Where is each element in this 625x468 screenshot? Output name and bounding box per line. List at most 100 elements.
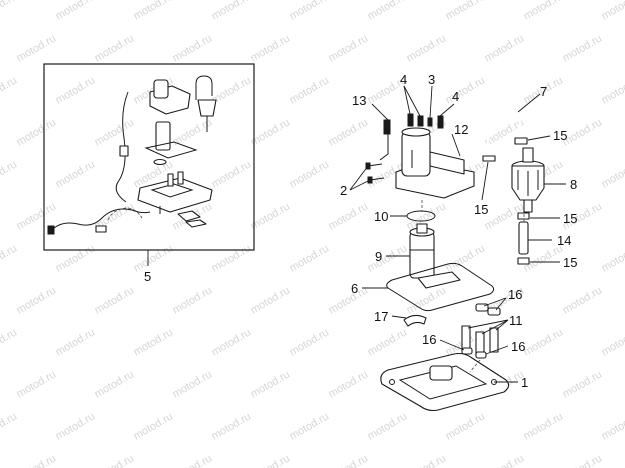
watermark-text: motod.ru [54, 158, 98, 190]
hose-loop-inner [486, 106, 522, 158]
watermark-text: motod.ru [522, 326, 566, 358]
watermark-text: motod.ru [15, 32, 59, 64]
watermark-text: motod.ru [210, 410, 254, 442]
watermark-text: motod.ru [132, 326, 176, 358]
base-plate-1 [380, 352, 510, 412]
clamp-hose-right [514, 137, 528, 145]
callout-14: 14 [557, 233, 571, 248]
watermark-text: motod.ru [15, 116, 59, 148]
spacer-low-a [461, 347, 473, 355]
callout-15a: 15 [553, 128, 567, 143]
watermark-text: motod.ru [405, 452, 449, 468]
post-c [489, 327, 499, 353]
callout-16c: 16 [511, 339, 525, 354]
watermark-text: motod.ru [327, 368, 371, 400]
bolt-c [427, 117, 433, 127]
spacer-low-b [475, 351, 487, 359]
leader-4a [403, 85, 411, 115]
plate-outline [380, 352, 510, 412]
callout-7: 7 [540, 84, 547, 99]
watermark-text: motod.ru [405, 32, 449, 64]
pump-housing-12 [395, 127, 475, 199]
watermark-text: motod.ru [54, 242, 98, 274]
watermark-text: motod.ru [0, 0, 19, 23]
watermark-text: motod.ru [15, 368, 59, 400]
watermark-text: motod.ru [483, 32, 527, 64]
watermark-text: motod.ru [561, 284, 605, 316]
watermark-text: motod.ru [54, 326, 98, 358]
inset-hose-loop [195, 75, 213, 100]
watermark-text: motod.ru [249, 284, 293, 316]
leader-13 [371, 103, 389, 121]
watermark-text: motod.ru [366, 326, 410, 358]
callout-4b: 4 [452, 89, 459, 104]
watermark-text: motod.ru [327, 452, 371, 468]
callout-1: 1 [521, 375, 528, 390]
bolt-b [417, 115, 424, 127]
clip-17 [403, 314, 427, 327]
callout-15d: 15 [563, 255, 577, 270]
callout-6: 6 [351, 281, 358, 296]
callout-8: 8 [570, 177, 577, 192]
pump-9 [409, 223, 461, 289]
inset-post-b [177, 171, 184, 185]
filter-outlet [523, 199, 533, 213]
watermark-text: motod.ru [288, 326, 332, 358]
watermark-text: motod.ru [132, 242, 176, 274]
inset-base-detail [150, 183, 194, 198]
watermark-text: motod.ru [54, 0, 98, 23]
watermark-text: motod.ru [249, 116, 293, 148]
callout-11: 11 [509, 313, 523, 328]
inset-connector [47, 225, 55, 235]
callout-15b: 15 [474, 202, 488, 217]
watermark-text: motod.ru [600, 158, 625, 190]
watermark-text: motod.ru [444, 242, 488, 274]
watermark-text: motod.ru [288, 158, 332, 190]
inset-pump-cylinder [153, 79, 169, 99]
watermark-text: motod.ru [600, 0, 625, 23]
spacers-16-posts-11 [461, 303, 501, 359]
watermark-text: motod.ru [249, 368, 293, 400]
inset-frame [43, 63, 255, 251]
clamp-filter-low [517, 212, 530, 220]
watermark-text: motod.ru [210, 0, 254, 23]
watermark-text: motod.ru [405, 284, 449, 316]
watermark-text: motod.ru [600, 410, 625, 442]
leader-11a [467, 319, 509, 329]
watermark-text: motod.ru [0, 158, 19, 190]
inset-vent-tube [115, 91, 129, 203]
watermark-text: motod.ru [171, 452, 215, 468]
watermark-text: motod.ru [444, 410, 488, 442]
watermark-text: motod.ru [171, 116, 215, 148]
inset-post-a [167, 173, 174, 187]
watermark-text: motod.ru [522, 0, 566, 23]
watermark-text: motod.ru [249, 452, 293, 468]
housing-cylinder [401, 131, 431, 177]
callout-15c: 15 [563, 211, 577, 226]
leader-11c [495, 319, 509, 331]
inset-bracket-b [185, 219, 207, 228]
leader-15b [481, 161, 489, 201]
watermark-text: motod.ru [327, 32, 371, 64]
callout-16a: 16 [508, 287, 522, 302]
watermark-text: motod.ru [522, 410, 566, 442]
watermark-text: motod.ru [288, 0, 332, 23]
alignment-line-c [469, 359, 481, 373]
inset-pump-body [155, 121, 171, 151]
callout-3: 3 [428, 72, 435, 87]
watermark-text: motod.ru [288, 410, 332, 442]
leader-16b [439, 339, 465, 351]
pump-outlet [416, 223, 428, 234]
watermark-text: motod.ru [366, 242, 410, 274]
callout-9: 9 [375, 249, 382, 264]
callout-12: 12 [454, 122, 468, 137]
callout-17: 17 [374, 309, 388, 324]
watermark-text: motod.ru [249, 32, 293, 64]
watermark-text: motod.ru [93, 368, 137, 400]
watermark-text: motod.ru [0, 410, 19, 442]
leader-4a2 [403, 85, 421, 117]
watermark-text: motod.ru [54, 74, 98, 106]
watermark-text: motod.ru [288, 242, 332, 274]
